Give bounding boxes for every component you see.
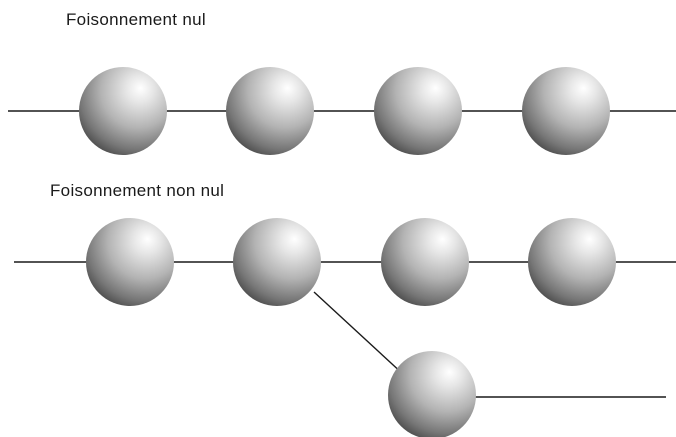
branch-line bbox=[313, 291, 405, 376]
sphere-branch bbox=[388, 351, 476, 437]
chain-bottom bbox=[14, 218, 676, 437]
sphere-bottom-2 bbox=[233, 218, 321, 306]
sphere-top-4 bbox=[522, 67, 610, 155]
chain-top bbox=[8, 67, 676, 155]
sphere-bottom-4 bbox=[528, 218, 616, 306]
sphere-bottom-1 bbox=[86, 218, 174, 306]
sphere-bottom-3 bbox=[381, 218, 469, 306]
label-zero-branching: Foisonnement nul bbox=[66, 10, 206, 29]
sphere-top-2 bbox=[226, 67, 314, 155]
sphere-top-3 bbox=[374, 67, 462, 155]
label-nonzero-branching: Foisonnement non nul bbox=[50, 181, 225, 200]
sphere-top-1 bbox=[79, 67, 167, 155]
